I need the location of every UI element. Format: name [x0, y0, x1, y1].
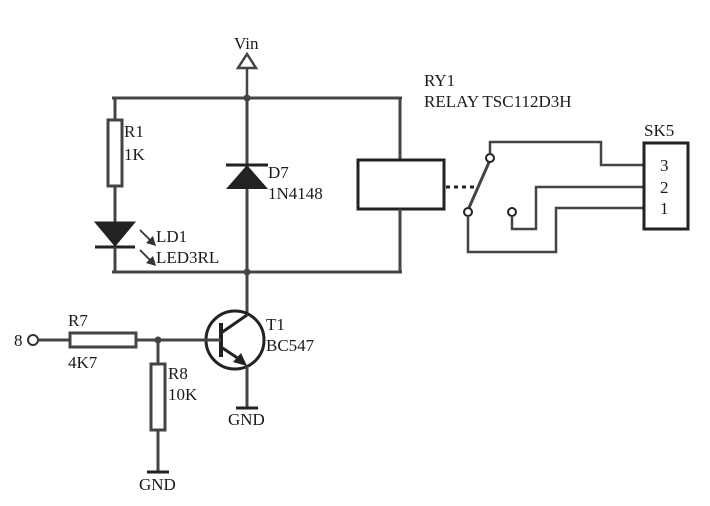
wire-pin2	[510, 185, 644, 231]
gnd-r8-label: GND	[139, 475, 176, 494]
ry1-relay: RY1 RELAY TSC112D3H	[356, 71, 572, 272]
r1-ref: R1	[124, 122, 144, 141]
contact-nc	[485, 153, 495, 163]
transistor-value: BC547	[266, 336, 315, 355]
vin-supply: Vin	[234, 34, 259, 98]
relay-value: RELAY TSC112D3H	[424, 92, 572, 111]
connector-pin-2: 2	[660, 178, 669, 197]
relay-ref: RY1	[424, 71, 455, 90]
sk5-connector: SK5 3 2 1	[642, 121, 690, 231]
r7-resistor: R7 4K7	[68, 311, 221, 372]
switch-arm	[466, 159, 492, 211]
ld1-led: LD1 LED3RL	[93, 221, 219, 272]
relay-contacts	[463, 140, 644, 254]
relay-coil-body	[356, 158, 446, 211]
connector-pin-1: 1	[660, 199, 669, 218]
contact-no	[507, 207, 517, 217]
transistor-collector-lead	[220, 313, 248, 335]
r8-value: 10K	[168, 385, 198, 404]
connector-pin-3: 3	[660, 156, 669, 175]
led-value: LED3RL	[156, 248, 219, 267]
connector-ref: SK5	[644, 121, 674, 140]
connector-body	[642, 141, 690, 231]
vin-arrow-symbol	[235, 51, 259, 70]
vin-label: Vin	[234, 34, 259, 53]
led-ref: LD1	[156, 227, 187, 246]
transistor-ref: T1	[266, 315, 285, 334]
d7-value: 1N4148	[268, 184, 323, 203]
d7-triangle-symbol	[226, 165, 268, 189]
input-terminal: 8	[14, 331, 70, 350]
led-emission-arrows-icon	[139, 229, 156, 266]
t1-transistor: T1 BC547	[204, 272, 315, 408]
gnd-emitter-label: GND	[228, 410, 265, 429]
r8-resistor: R8 10K	[149, 340, 198, 472]
d7-ref: D7	[268, 163, 289, 182]
input-terminal-circle	[27, 334, 39, 346]
r1-value: 1K	[124, 145, 146, 164]
input-label: 8	[14, 331, 23, 350]
r1-body	[106, 118, 124, 188]
r7-body	[68, 331, 138, 349]
r1-resistor: R1 1K	[106, 98, 146, 222]
r7-ref: R7	[68, 311, 88, 330]
contact-common	[463, 207, 473, 217]
d7-diode: D7 1N4148	[226, 98, 323, 272]
gnd-r8: GND	[139, 470, 176, 494]
emitter-arrow-icon	[233, 353, 247, 366]
wire-pin3	[488, 140, 644, 167]
r7-value: 4K7	[68, 353, 98, 372]
led-triangle-symbol	[93, 221, 137, 247]
r8-body	[149, 362, 167, 432]
r8-ref: R8	[168, 364, 188, 383]
wire-pin1	[466, 206, 644, 254]
gnd-emitter: GND	[228, 406, 265, 429]
